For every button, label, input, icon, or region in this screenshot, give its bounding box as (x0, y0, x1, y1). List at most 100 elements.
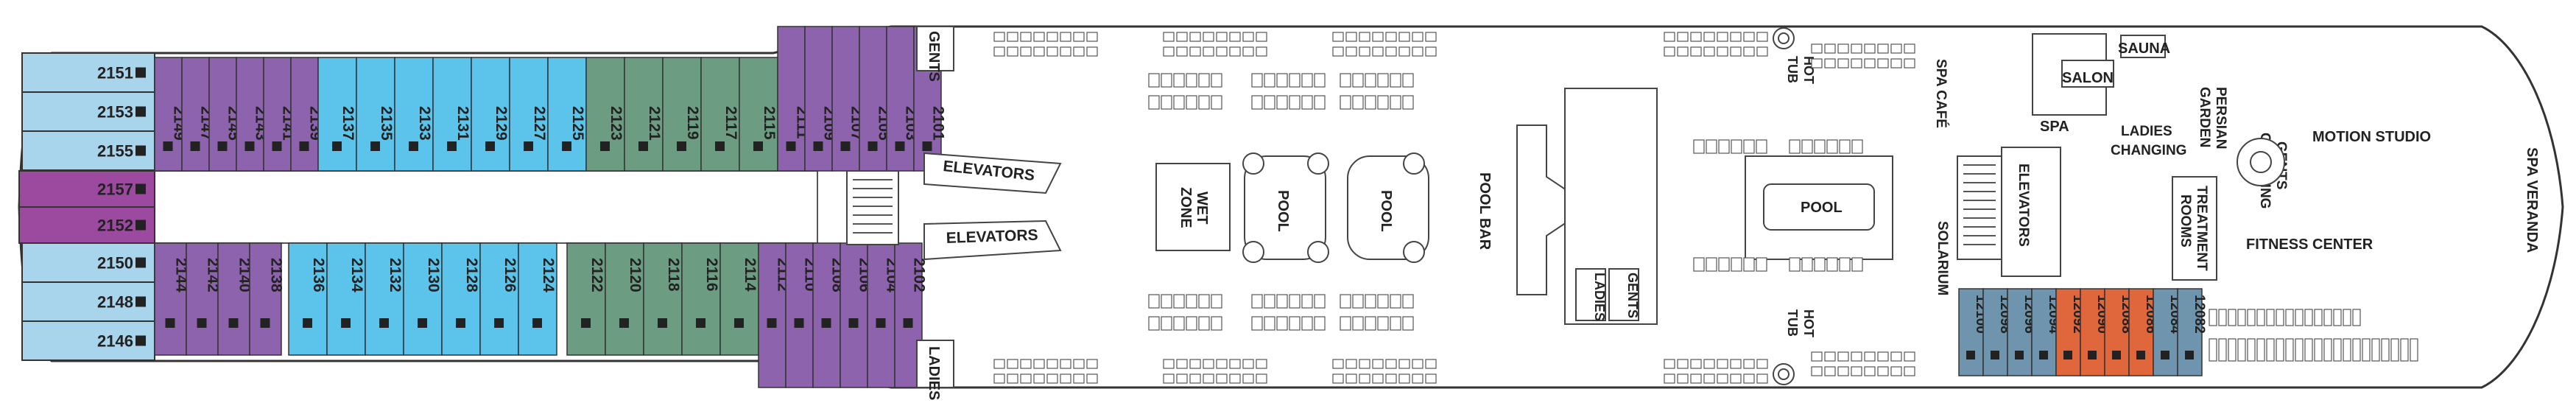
deck-chair (1385, 32, 1397, 42)
stateroom-marker (715, 141, 725, 151)
cabin-number: 2115 (761, 106, 778, 140)
cabin-number: 2119 (684, 106, 701, 140)
elevators-aft[interactable]: ELEVATORS (1957, 147, 2061, 277)
stateroom-marker (922, 141, 932, 151)
cabin-2140[interactable]: 2140 (217, 242, 253, 356)
cabin-2137[interactable]: 2137 (317, 57, 357, 172)
deck-chair (1877, 351, 1889, 362)
stateroom-marker (190, 141, 200, 151)
cabin-2130[interactable]: 2130 (403, 242, 443, 356)
cabin-2118[interactable]: 2118 (643, 242, 683, 356)
cabin-2138[interactable]: 2138 (249, 242, 285, 356)
cabin-2105[interactable]: 2105 (859, 26, 893, 172)
deck-chair (1340, 316, 1351, 331)
cabin-2143[interactable]: 2143 (236, 57, 270, 172)
deck-chair (1176, 46, 1188, 57)
cabin-2153[interactable]: 2153 (21, 91, 155, 132)
deck-chair (1345, 373, 1357, 384)
cabin-2152[interactable]: 2152 (18, 206, 155, 244)
cabin-number: 2117 (722, 106, 739, 140)
deck-chair (1377, 73, 1389, 88)
deck-chair (1264, 294, 1275, 309)
pool-bar[interactable]: POOL BAR (1477, 124, 1569, 295)
cabin-2146[interactable]: 2146 (21, 320, 155, 361)
deck-chair (1173, 294, 1185, 309)
cabin-2128[interactable]: 2128 (441, 242, 481, 356)
deck-chair (2256, 338, 2265, 362)
deck-chair (1789, 257, 1801, 272)
deck-chair (1826, 257, 1838, 272)
deck-chair (1717, 359, 1728, 369)
cabin-2117[interactable]: 2117 (700, 57, 740, 172)
deck-chair (1690, 32, 1702, 42)
deck-chair (1264, 316, 1275, 331)
pool-2[interactable]: POOL (1347, 152, 1429, 263)
cabin-2127[interactable]: 2127 (509, 57, 549, 172)
ladies-mid-label: LADIES (1592, 273, 1607, 321)
cabin-2151[interactable]: 2151 (21, 52, 155, 93)
hot-tub-bottom[interactable]: HOT TUB (1773, 309, 1816, 385)
deck-chair (1412, 359, 1424, 369)
cabin-2150[interactable]: 2150 (21, 242, 155, 283)
cabin-2123[interactable]: 2123 (585, 57, 625, 172)
cabin-2119[interactable]: 2119 (662, 57, 702, 172)
deck-chair (1163, 32, 1175, 42)
cabin-2132[interactable]: 2132 (365, 242, 404, 356)
cabin-2126[interactable]: 2126 (479, 242, 519, 356)
cabin-number: 2124 (540, 258, 557, 292)
cabin-2134[interactable]: 2134 (326, 242, 366, 356)
wet-zone[interactable]: WET ZONE (1155, 163, 1231, 251)
deck-chair (1229, 359, 1241, 369)
pool-1-label: POOL (1275, 190, 1291, 232)
cabin-2115[interactable]: 2115 (739, 57, 778, 172)
cabin-2121[interactable]: 2121 (624, 57, 664, 172)
cabin-2107[interactable]: 2107 (831, 26, 865, 172)
deck-chair (1789, 139, 1801, 154)
cabin-2148[interactable]: 2148 (21, 281, 155, 322)
deck-chair (1242, 359, 1254, 369)
cabin-2133[interactable]: 2133 (394, 57, 434, 172)
cabin-2111[interactable]: 2111 (777, 26, 811, 172)
cabin-2120[interactable]: 2120 (605, 242, 644, 356)
hot-tub-top[interactable]: HOT TUB (1773, 27, 1816, 84)
cabin-2124[interactable]: 2124 (518, 242, 557, 356)
cabin-2129[interactable]: 2129 (471, 57, 510, 172)
elevators-forward[interactable]: ELEVATORS ELEVATORS (846, 152, 1062, 261)
cabin-2144[interactable]: 2144 (154, 242, 190, 356)
cabin-number: 2114 (742, 258, 759, 292)
cabin-2136[interactable]: 2136 (288, 242, 328, 356)
deck-chair (1756, 373, 1768, 384)
cabin-2114[interactable]: 2114 (719, 242, 759, 356)
cabin-2109[interactable]: 2109 (804, 26, 838, 172)
deck-chair (1314, 316, 1326, 331)
deck-chair (1163, 373, 1175, 384)
deck-chair (1385, 46, 1397, 57)
cabin-2155[interactable]: 2155 (21, 130, 155, 171)
cabin-2142[interactable]: 2142 (186, 242, 222, 356)
cabin-2135[interactable]: 2135 (356, 57, 395, 172)
cabin-number: 2152 (97, 217, 133, 235)
main-pool[interactable]: POOL (1745, 155, 1893, 260)
cabin-2112[interactable]: 2112 (758, 242, 792, 388)
cabin-2125[interactable]: 2125 (547, 57, 587, 172)
cabin-2122[interactable]: 2122 (566, 242, 606, 356)
deck-chair (1864, 351, 1876, 362)
cabin-2131[interactable]: 2131 (432, 57, 472, 172)
deck-chair (1352, 316, 1364, 331)
cabin-number: 2135 (378, 106, 395, 141)
deck-chair (1390, 95, 1401, 110)
cabin-12082[interactable]: 12082 (2177, 288, 2207, 376)
deck-chair (1706, 257, 1717, 272)
cabin-2157[interactable]: 2157 (18, 170, 155, 208)
deck-chair (1301, 316, 1313, 331)
deck-chair (1372, 373, 1384, 384)
cabin-2116[interactable]: 2116 (681, 242, 721, 356)
stateroom-marker (136, 183, 146, 194)
deck-chair (1073, 46, 1085, 57)
persian-label: PERSIAN (2213, 87, 2228, 149)
pool-1[interactable]: POOL (1242, 152, 1329, 263)
cabin-2103[interactable]: 2103 (886, 26, 920, 172)
deck-chair (1256, 46, 1267, 57)
deck-chair (1756, 139, 1767, 154)
cabin-12098[interactable]: 12098 (1982, 288, 2013, 376)
